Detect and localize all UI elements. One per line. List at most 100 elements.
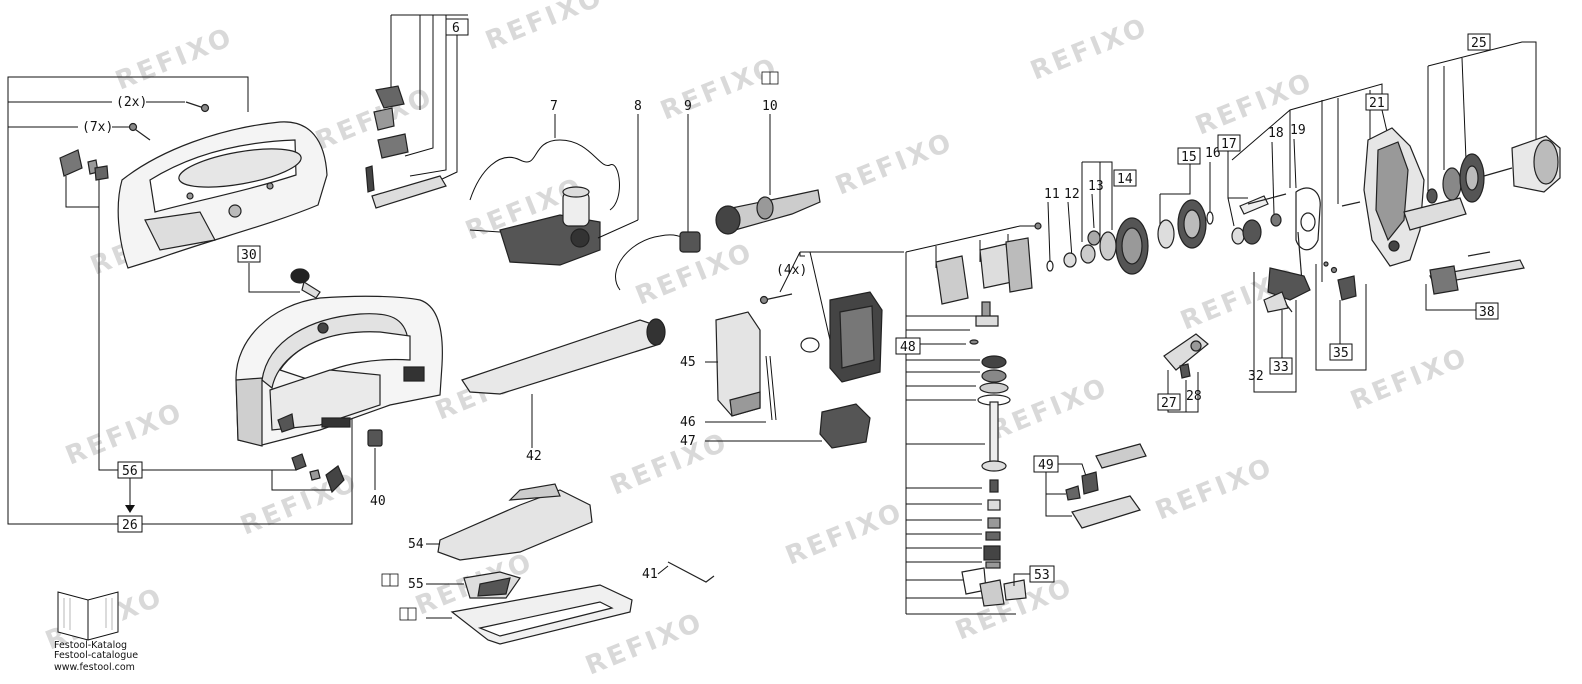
switch-rod-38 — [1429, 251, 1525, 295]
jigsaw-housing — [235, 295, 443, 447]
callout-13: 13 — [1088, 179, 1104, 194]
callout-box-35 — [1329, 343, 1353, 361]
catalog-book-icon — [57, 591, 119, 641]
catalog-name-de: Festool-Katalog — [54, 640, 127, 651]
callout-box-38 — [1475, 302, 1499, 320]
watermark: REFIXO — [1346, 342, 1473, 416]
watermark: REFIXO — [986, 372, 1113, 446]
switch-cap-40 — [367, 429, 383, 447]
gasket-19 — [1295, 187, 1321, 251]
callout-40: 40 — [370, 494, 386, 509]
pinion-parts-17 — [1231, 195, 1282, 245]
small-clip-parts — [59, 149, 109, 181]
electronics-module — [469, 186, 601, 266]
book-icon-sole — [399, 607, 417, 621]
sole-plate — [450, 584, 633, 645]
housing-shell-half — [117, 121, 328, 269]
connector-9 — [679, 231, 701, 253]
blade-guard-45 — [715, 311, 761, 417]
callout-box-48 — [895, 337, 921, 355]
callout-15: 15 — [1181, 150, 1197, 165]
callout-33: 33 — [1273, 360, 1289, 375]
callout-19: 19 — [1290, 123, 1306, 138]
watermark: REFIXO — [236, 467, 363, 541]
callout-28: 28 — [1186, 389, 1202, 404]
leader-lines-4x — [779, 251, 904, 341]
callout-26: 26 — [122, 518, 138, 533]
gear-assembly-15 — [1157, 199, 1214, 249]
watermark: REFIXO — [111, 22, 238, 96]
wire-spring-46 — [765, 355, 777, 421]
cam-parts-35 — [1323, 261, 1357, 301]
watermark: REFIXO — [1151, 452, 1278, 526]
callout-7x: (7x) — [82, 120, 113, 135]
leader-lines-35 — [1315, 264, 1367, 371]
leader-lines-48 — [905, 225, 1036, 615]
gearhead-10 — [715, 189, 821, 235]
pendulum-parts-49 — [1065, 443, 1147, 529]
watermark: REFIXO — [481, 0, 608, 56]
lever-assembly-33 — [1263, 267, 1311, 313]
callout-box-17 — [1217, 134, 1241, 152]
callout-54: 54 — [408, 537, 424, 552]
switch-parts-6 — [365, 85, 447, 209]
callout-9: 9 — [684, 99, 692, 114]
callout-32: 32 — [1248, 369, 1264, 384]
callout-17: 17 — [1221, 137, 1237, 152]
knob-30 — [290, 268, 321, 299]
callout-53: 53 — [1034, 568, 1050, 583]
screw-7x — [128, 122, 151, 141]
callout-47: 47 — [680, 434, 696, 449]
callout-box-21 — [1365, 93, 1389, 111]
watermark: REFIXO — [831, 127, 958, 201]
base-plate-54 — [437, 483, 593, 561]
callout-45: 45 — [680, 355, 696, 370]
leader-lines-33 — [1253, 272, 1297, 393]
guide-tube-42 — [461, 318, 666, 395]
callout-49: 49 — [1038, 458, 1054, 473]
callout-box-15 — [1177, 147, 1201, 165]
small-parts-56 — [291, 453, 345, 494]
callout-2x: (2x) — [116, 95, 147, 110]
cable-7 — [469, 139, 620, 211]
callout-14: 14 — [1117, 172, 1133, 187]
pendulum-lever-27 — [1163, 333, 1209, 379]
callout-25: 25 — [1471, 36, 1487, 51]
watermark: REFIXO — [61, 397, 188, 471]
callout-41: 41 — [642, 567, 658, 582]
watermark: REFIXO — [656, 52, 783, 126]
callout-box-25 — [1467, 33, 1491, 51]
callout-16: 16 — [1205, 146, 1221, 161]
callout-10: 10 — [762, 99, 778, 114]
callout-box-6 — [445, 18, 469, 36]
watermark: REFIXO — [781, 497, 908, 571]
callout-box-27 — [1157, 393, 1181, 411]
chip-deflector-47 — [819, 403, 871, 449]
book-icon-55 — [381, 573, 399, 587]
watermark: REFIXO — [1026, 12, 1153, 86]
callout-box-33 — [1269, 357, 1293, 375]
screw-2x — [185, 101, 210, 113]
callout-56: 56 — [122, 464, 138, 479]
callout-21: 21 — [1369, 96, 1385, 111]
bearing-housing-47 — [800, 291, 883, 383]
hex-key-41 — [667, 561, 715, 583]
callout-box-56 — [117, 461, 143, 479]
callout-box-14 — [1113, 169, 1137, 187]
book-icon-10 — [761, 71, 779, 85]
stroke-rod-parts — [935, 222, 1042, 607]
callout-box-30 — [237, 245, 261, 263]
callout-12: 12 — [1064, 187, 1080, 202]
callout-48: 48 — [900, 340, 916, 355]
callout-8: 8 — [634, 99, 642, 114]
insert-55 — [463, 571, 521, 599]
screw-4x — [759, 293, 793, 305]
callout-27: 27 — [1161, 396, 1177, 411]
callout-38: 38 — [1479, 305, 1495, 320]
callout-42: 42 — [526, 449, 542, 464]
leader-lines-27 — [1167, 370, 1199, 413]
leader-lines-left — [7, 76, 353, 525]
motor-25 — [1426, 135, 1561, 204]
gear-housing-21 — [1247, 127, 1467, 267]
